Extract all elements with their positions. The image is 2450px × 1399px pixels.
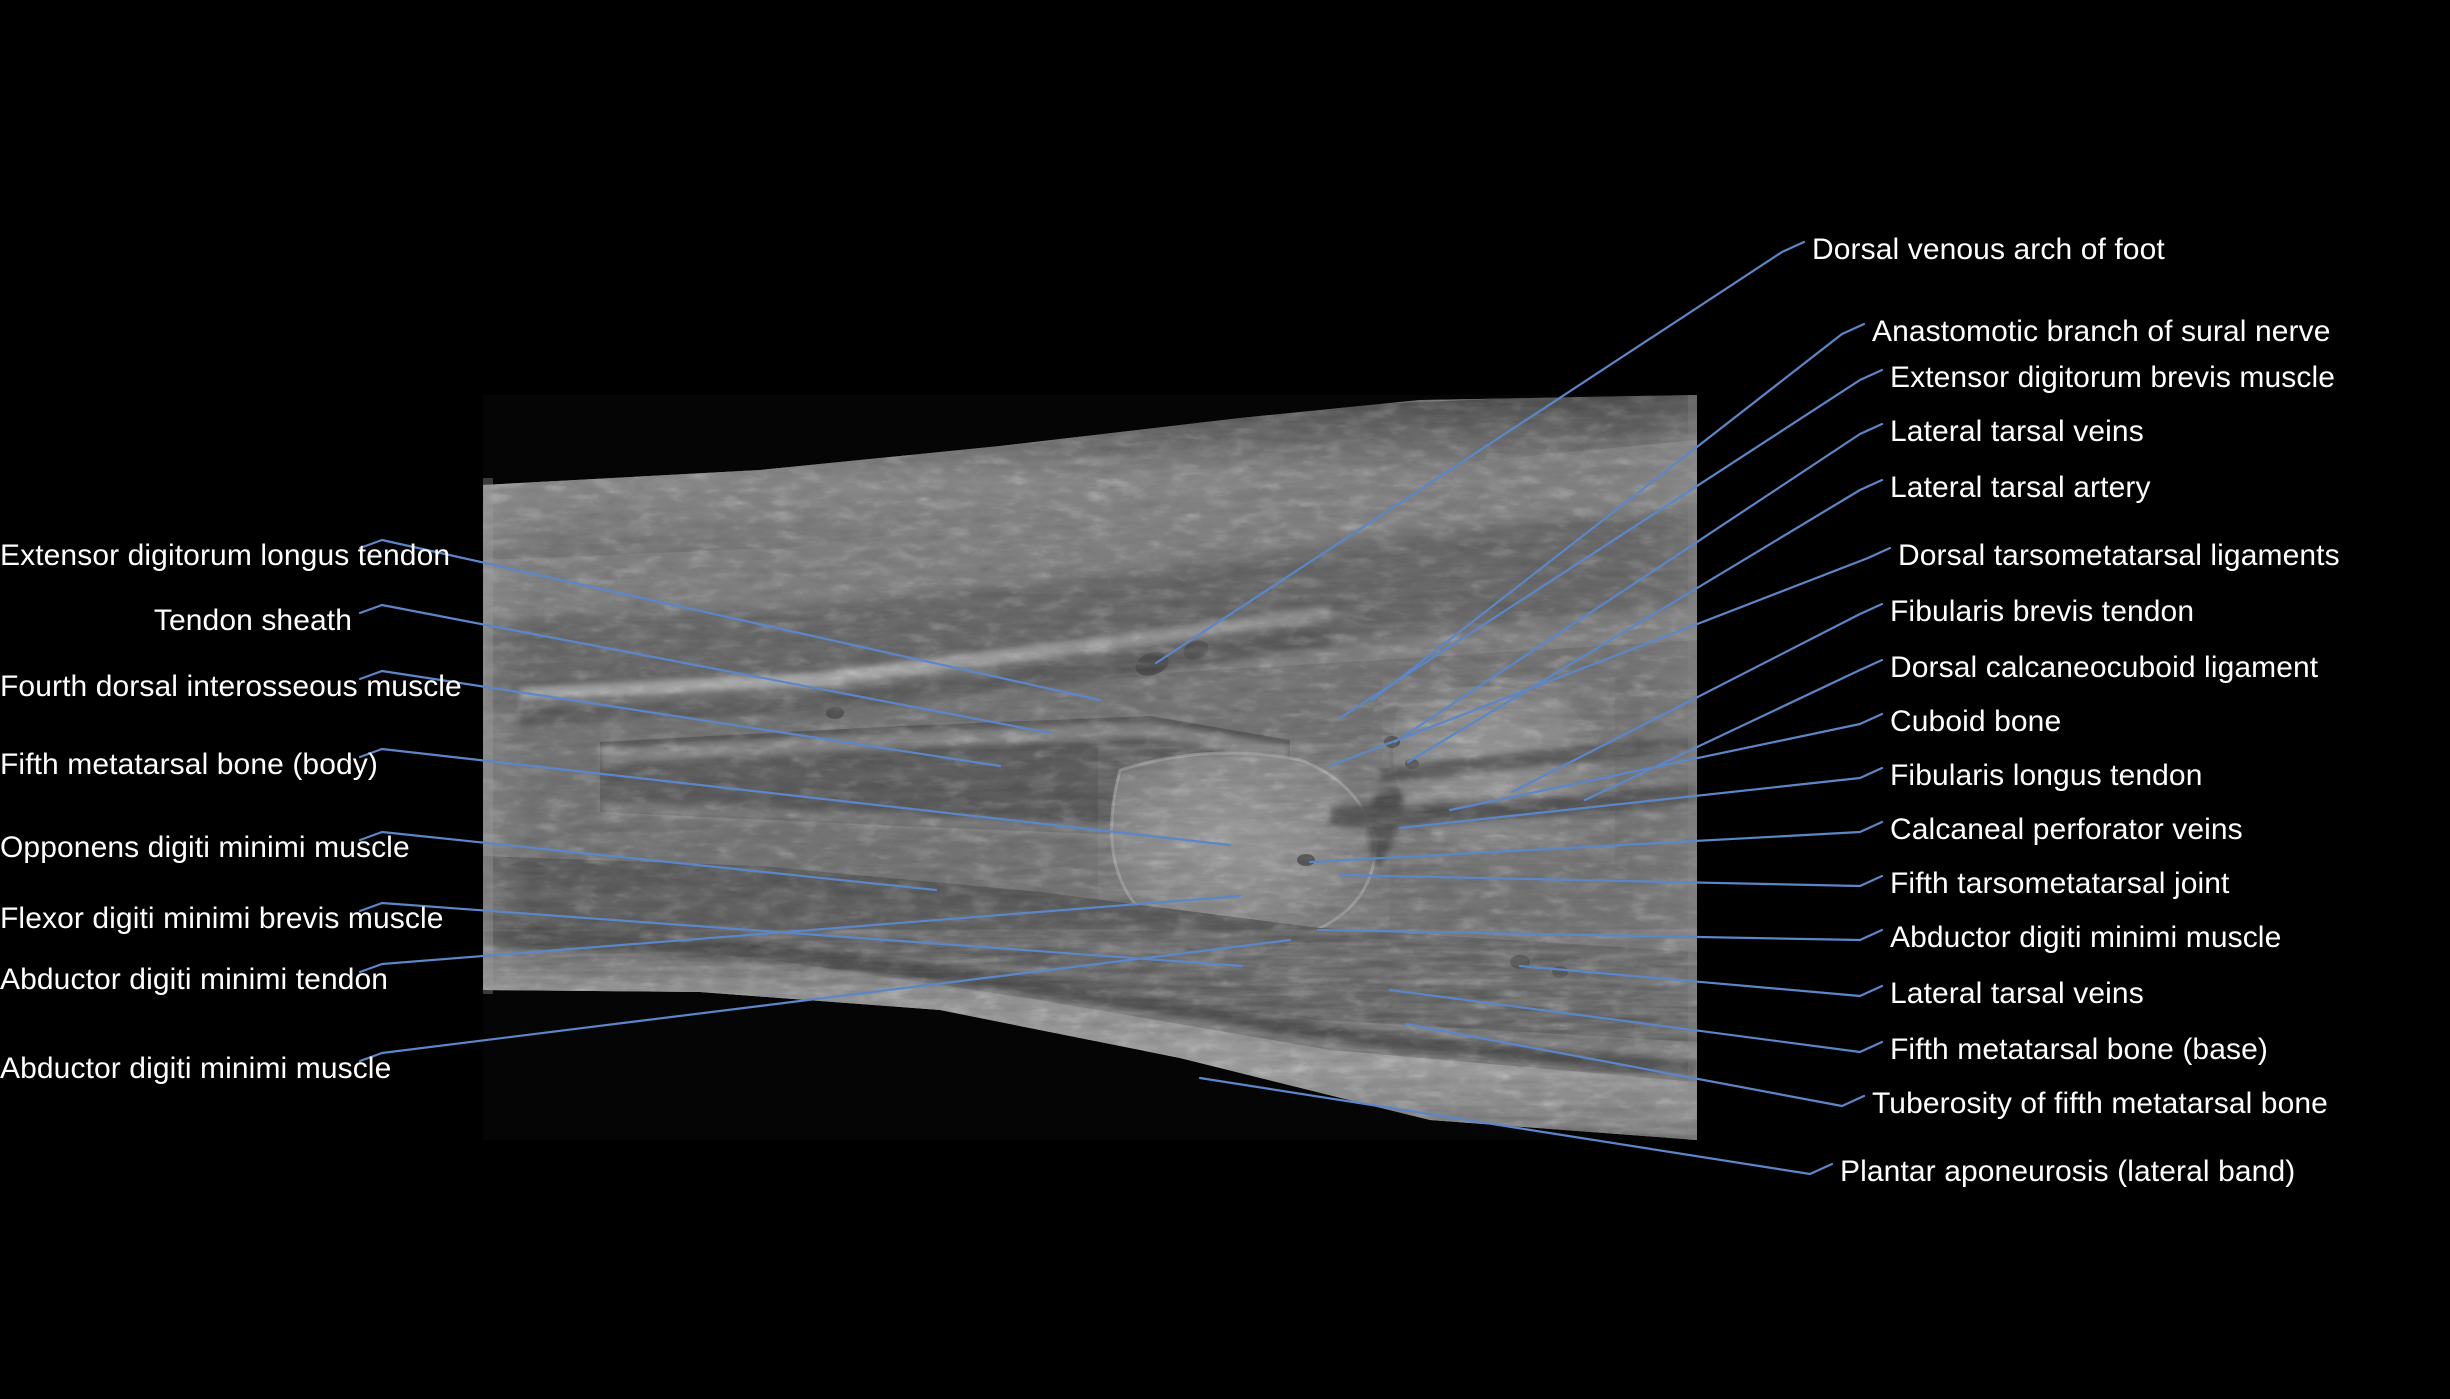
leader-line-extensor-digitorum-longus-tendon	[358, 538, 1102, 702]
label-abductor-digiti-minimi-tendon[interactable]: Abductor digiti minimi tendon	[0, 962, 389, 996]
label-plantar-aponeurosis-lateral-band[interactable]: Plantar aponeurosis (lateral band)	[1840, 1154, 2296, 1188]
label-flexor-digiti-minimi-brevis-muscle[interactable]: Flexor digiti minimi brevis muscle	[0, 901, 444, 935]
label-dorsal-venous-arch-of-foot[interactable]: Dorsal venous arch of foot	[1812, 232, 2165, 266]
label-dorsal-tarsometatarsal-ligaments[interactable]: Dorsal tarsometatarsal ligaments	[1898, 538, 2340, 572]
label-abductor-digiti-minimi-muscle-right[interactable]: Abductor digiti minimi muscle	[1890, 920, 2282, 954]
leader-line-lateral-tarsal-veins-lower	[1518, 964, 1884, 998]
leader-line-fifth-tarsometatarsal-joint	[1338, 873, 1884, 888]
leader-line-lateral-tarsal-veins-upper	[1393, 422, 1884, 744]
leader-line-fifth-metatarsal-bone-body	[358, 747, 1232, 847]
leader-line-calcaneal-perforator-veins	[1308, 820, 1884, 864]
leader-line-fifth-metatarsal-bone-base	[1388, 988, 1884, 1054]
leader-line-flexor-digiti-minimi-brevis-muscle	[358, 901, 1244, 968]
leader-line-dorsal-tarsometatarsal-ligaments	[1328, 546, 1892, 768]
mri-scan-region	[483, 395, 1697, 1140]
slab-right-cut-edge	[1688, 395, 1697, 1140]
leader-line-lateral-tarsal-artery	[1406, 478, 1884, 764]
label-lateral-tarsal-artery[interactable]: Lateral tarsal artery	[1890, 470, 2151, 504]
label-tuberosity-of-fifth-metatarsal-bone[interactable]: Tuberosity of fifth metatarsal bone	[1872, 1086, 2328, 1120]
leader-line-fibularis-brevis-tendon	[1510, 602, 1884, 794]
leader-line-abductor-digiti-minimi-tendon	[358, 894, 1242, 974]
label-lateral-tarsal-veins-upper[interactable]: Lateral tarsal veins	[1890, 414, 2144, 448]
label-anastomotic-branch-of-sural-nerve[interactable]: Anastomotic branch of sural nerve	[1872, 314, 2331, 348]
label-fifth-metatarsal-bone-base[interactable]: Fifth metatarsal bone (base)	[1890, 1032, 2268, 1066]
leader-line-plantar-aponeurosis-lateral-band	[1198, 1076, 1834, 1176]
leader-line-abductor-digiti-minimi-muscle-right	[1316, 928, 1884, 942]
label-fifth-tarsometatarsal-joint[interactable]: Fifth tarsometatarsal joint	[1890, 866, 2230, 900]
label-dorsal-calcaneocuboid-ligament[interactable]: Dorsal calcaneocuboid ligament	[1890, 650, 2319, 684]
label-fifth-metatarsal-bone-body[interactable]: Fifth metatarsal bone (body)	[0, 747, 378, 781]
label-abductor-digiti-minimi-muscle[interactable]: Abductor digiti minimi muscle	[0, 1051, 392, 1085]
label-extensor-digitorum-brevis-muscle[interactable]: Extensor digitorum brevis muscle	[1890, 360, 2336, 394]
slab-left-cut-edge	[483, 478, 493, 994]
leader-line-tendon-sheath	[358, 603, 1052, 735]
leader-line-fourth-dorsal-interosseous-muscle	[358, 669, 1002, 768]
leader-line-dorsal-calcaneocuboid-ligament	[1583, 658, 1884, 802]
label-fibularis-longus-tendon[interactable]: Fibularis longus tendon	[1890, 758, 2203, 792]
label-tendon-sheath[interactable]: Tendon sheath	[153, 603, 352, 637]
label-calcaneal-perforator-veins[interactable]: Calcaneal perforator veins	[1890, 812, 2243, 846]
leader-line-abductor-digiti-minimi-muscle	[358, 938, 1292, 1063]
leader-line-dorsal-venous-arch-of-foot	[1154, 240, 1806, 665]
leader-line-extensor-digitorum-brevis-muscle	[1338, 368, 1884, 720]
leader-line-fibularis-longus-tendon	[1398, 766, 1884, 830]
label-fibularis-brevis-tendon[interactable]: Fibularis brevis tendon	[1890, 594, 2195, 628]
label-cuboid-bone[interactable]: Cuboid bone	[1890, 704, 2062, 738]
leader-line-opponens-digiti-minimi-muscle	[358, 830, 938, 892]
leader-line-group	[358, 240, 1892, 1176]
label-fourth-dorsal-interosseous-muscle[interactable]: Fourth dorsal interosseous muscle	[0, 669, 462, 703]
label-opponens-digiti-minimi-muscle[interactable]: Opponens digiti minimi muscle	[0, 830, 410, 864]
leader-line-anastomotic-branch-of-sural-nerve	[1370, 322, 1866, 702]
leader-line-tuberosity-of-fifth-metatarsal-bone	[1404, 1022, 1866, 1108]
leader-line-cuboid-bone	[1448, 712, 1884, 812]
label-extensor-digitorum-longus-tendon[interactable]: Extensor digitorum longus tendon	[0, 538, 451, 572]
label-lateral-tarsal-veins-lower[interactable]: Lateral tarsal veins	[1890, 976, 2144, 1010]
